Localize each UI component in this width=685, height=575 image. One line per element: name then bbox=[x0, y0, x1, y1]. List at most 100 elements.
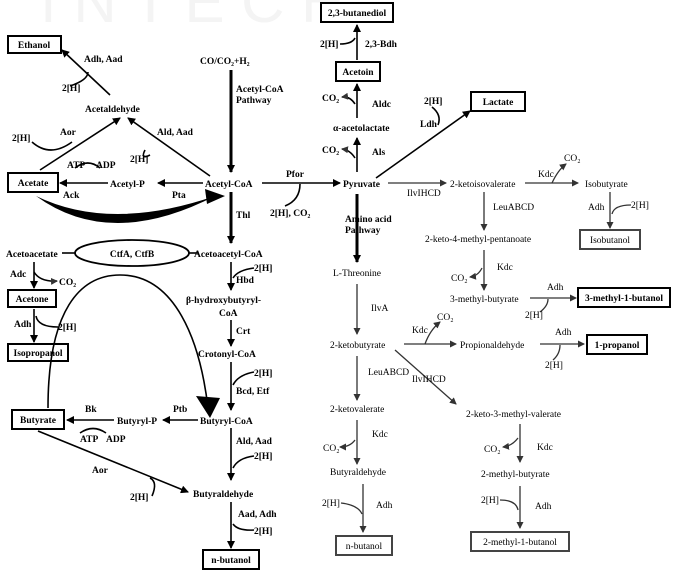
cofactor-curve-h2-ald bbox=[142, 149, 151, 158]
enzyme-adh-acetone: Adh bbox=[14, 320, 32, 330]
cofactor-atp-bk: ATP bbox=[80, 435, 98, 445]
isobutanol-label: Isobutanol bbox=[590, 236, 630, 246]
metabolite-hydroxybutyryl-1: β-hydroxybutyryl- bbox=[186, 296, 261, 306]
cofactor-curve-h2-2mb bbox=[499, 499, 519, 511]
cofactor-curve-atp-bk bbox=[79, 427, 107, 434]
enzyme-ald-aad-bottom: Ald, Aad bbox=[236, 437, 273, 447]
cofactor-h2-bdh: 2[H] bbox=[320, 40, 338, 50]
arrow-head-acetylcoa-big bbox=[205, 189, 225, 204]
cofactor-h2-ald: 2[H] bbox=[130, 155, 148, 165]
cofactor-co2-als: CO₂ bbox=[322, 146, 339, 156]
methylbutanol3-label: 3-methyl-1-butanol bbox=[585, 294, 663, 304]
label-acetyl-coa-pathway-1: Acetyl-CoA bbox=[236, 85, 284, 95]
enzyme-adh-isobutanol: Adh bbox=[588, 203, 605, 213]
isopropanol-label: Isopropanol bbox=[14, 349, 63, 359]
arrow-head-butyrylcoa-arc bbox=[196, 396, 220, 418]
cofactor-co2-3mb: CO₂ bbox=[451, 274, 468, 284]
cofactor-h2-prop: 2[H] bbox=[545, 361, 563, 371]
butanediol-label: 2,3-butanediol bbox=[328, 9, 387, 19]
label-amino-acid-1: Amino acid bbox=[345, 215, 392, 225]
cofactor-h2-isobutanol: 2[H] bbox=[631, 201, 649, 211]
cofactor-h2-aor-bottom: 2[H] bbox=[130, 493, 148, 503]
methylbutanol2-label: 2-methyl-1-butanol bbox=[483, 538, 557, 548]
arrow-butyrate-butyraldehyde bbox=[37, 430, 189, 494]
enzyme-aldc: Aldc bbox=[372, 100, 391, 110]
cofactor-curve-h2-ald-bottom bbox=[232, 455, 255, 469]
cofactor-co2-kdc-valerate: CO₂ bbox=[323, 444, 340, 454]
arrow-pyruvate-lactate bbox=[375, 110, 471, 179]
cofactor-curve-h2-ldh bbox=[431, 106, 440, 126]
enzyme-ack: Ack bbox=[63, 191, 80, 201]
label-acetyl-coa-pathway-2: Pathway bbox=[236, 96, 272, 106]
arrow-acetylcoa-acetaldehyde bbox=[127, 117, 211, 177]
cofactor-co2-adc: CO₂ bbox=[59, 278, 76, 288]
enzyme-thl: Thl bbox=[236, 211, 251, 221]
enzyme-ald-aad-top: Ald, Aad bbox=[157, 128, 194, 138]
acetate-box bbox=[7, 172, 59, 193]
metabolite-acetaldehyde: Acetaldehyde bbox=[85, 105, 140, 115]
metabolite-keto-methyl-valerate: 2-keto-3-methyl-valerate bbox=[466, 410, 561, 420]
butanediol-box bbox=[320, 2, 394, 23]
enzyme-adh-aad-top: Adh, Aad bbox=[84, 55, 123, 65]
enzyme-aor-bottom: Aor bbox=[92, 466, 109, 476]
metabolite-keto-methyl-pentanoate: 2-keto-4-methyl-pentanoate bbox=[425, 235, 531, 245]
cofactor-curve-h2-acetone bbox=[35, 315, 59, 328]
enzyme-bdh: 2,3-Bdh bbox=[365, 40, 398, 50]
cofactor-h2-acetone: 2[H] bbox=[58, 323, 76, 333]
butyrate-box bbox=[11, 409, 65, 430]
enzyme-als: Als bbox=[372, 148, 386, 158]
enzyme-kdc-valerate: Kdc bbox=[372, 430, 388, 440]
metabolite-ketovalerate: 2-ketovalerate bbox=[330, 405, 384, 415]
enzyme-adc: Adc bbox=[10, 270, 26, 280]
cofactor-atp-ack: ATP bbox=[67, 161, 85, 171]
cofactor-h2-ldh: 2[H] bbox=[424, 97, 442, 107]
cofactor-curve-h2-hbd bbox=[232, 267, 255, 279]
cofactor-h2-3mb: 2[H] bbox=[525, 311, 543, 321]
cofactor-curve-h2-ethanol bbox=[69, 71, 89, 87]
enzyme-bcd-etf: Bcd, Etf bbox=[236, 387, 270, 397]
cofactor-h2-nbutanol: 2[H] bbox=[322, 499, 340, 509]
enzyme-kdc-2mb: Kdc bbox=[537, 443, 553, 453]
metabolite-acetolactate: α-acetolactate bbox=[333, 124, 389, 134]
metabolite-acetoacetyl-coa: Acetoacetyl-CoA bbox=[194, 250, 263, 260]
metabolite-pyruvate: Pyruvate bbox=[343, 180, 380, 190]
enzyme-ctfa-ctfb: CtfA, CtfB bbox=[110, 250, 155, 260]
enzyme-kdc-3mb: Kdc bbox=[497, 263, 513, 273]
metabolite-butyryl-coa: Butyryl-CoA bbox=[200, 417, 253, 427]
arrow-acetate-acetylcoa-big bbox=[36, 196, 215, 223]
metabolite-methyl-butyrate-2: 2-methyl-butyrate bbox=[481, 470, 550, 480]
cofactor-curve-h2-aor bbox=[31, 141, 73, 151]
cofactor-h2-aor: 2[H] bbox=[12, 134, 30, 144]
enzyme-kdc-isobutyrate: Kdc bbox=[538, 170, 554, 180]
cofactor-curve-h2-aor-bottom bbox=[149, 477, 156, 497]
cofactor-curve-co2-prop bbox=[424, 321, 441, 345]
cofactor-curve-h2-bdh bbox=[339, 37, 356, 45]
enzyme-pta: Pta bbox=[172, 191, 186, 201]
enzyme-leuabcd-top: LeuABCD bbox=[493, 203, 534, 213]
propanol-box bbox=[586, 334, 648, 355]
enzyme-bk: Bk bbox=[85, 405, 97, 415]
cofactor-co2-isobutyrate: CO₂ bbox=[564, 154, 581, 164]
nbutanol-left-label: n-butanol bbox=[211, 556, 251, 566]
enzyme-ldh: Ldh bbox=[420, 120, 438, 130]
arrow-ketobutyrate-methylvalerate bbox=[394, 349, 457, 405]
isobutanol-box bbox=[579, 229, 641, 250]
acetoin-box bbox=[335, 61, 381, 82]
metabolite-acetoacetate: Acetoacetate bbox=[6, 250, 58, 260]
lactate-box bbox=[470, 91, 526, 112]
enzyme-crt: Crt bbox=[236, 327, 251, 337]
enzyme-hbd: Hbd bbox=[236, 276, 255, 286]
metabolite-ketoisovalerate: 2-ketoisovalerate bbox=[450, 180, 515, 190]
cofactor-co2-aldc: CO₂ bbox=[322, 94, 339, 104]
cofactor-co2-2mb: CO₂ bbox=[484, 445, 501, 455]
enzyme-pfor: Pfor bbox=[286, 170, 305, 180]
cofactor-h2-2mb: 2[H] bbox=[481, 496, 499, 506]
enzyme-leuabcd-bottom: LeuABCD bbox=[368, 368, 409, 378]
cofactor-h2-bcd: 2[H] bbox=[254, 369, 272, 379]
acetate-label: Acetate bbox=[18, 179, 49, 189]
enzyme-adh-nbutanol: Adh bbox=[376, 501, 393, 511]
ethanol-box bbox=[7, 35, 62, 54]
arrow-acetate-acetaldehyde bbox=[39, 117, 121, 171]
metabolite-butyraldehyde-right: Butyraldehyde bbox=[330, 468, 386, 478]
cofactor-h2co2-pfor: 2[H], CO₂ bbox=[270, 209, 310, 219]
